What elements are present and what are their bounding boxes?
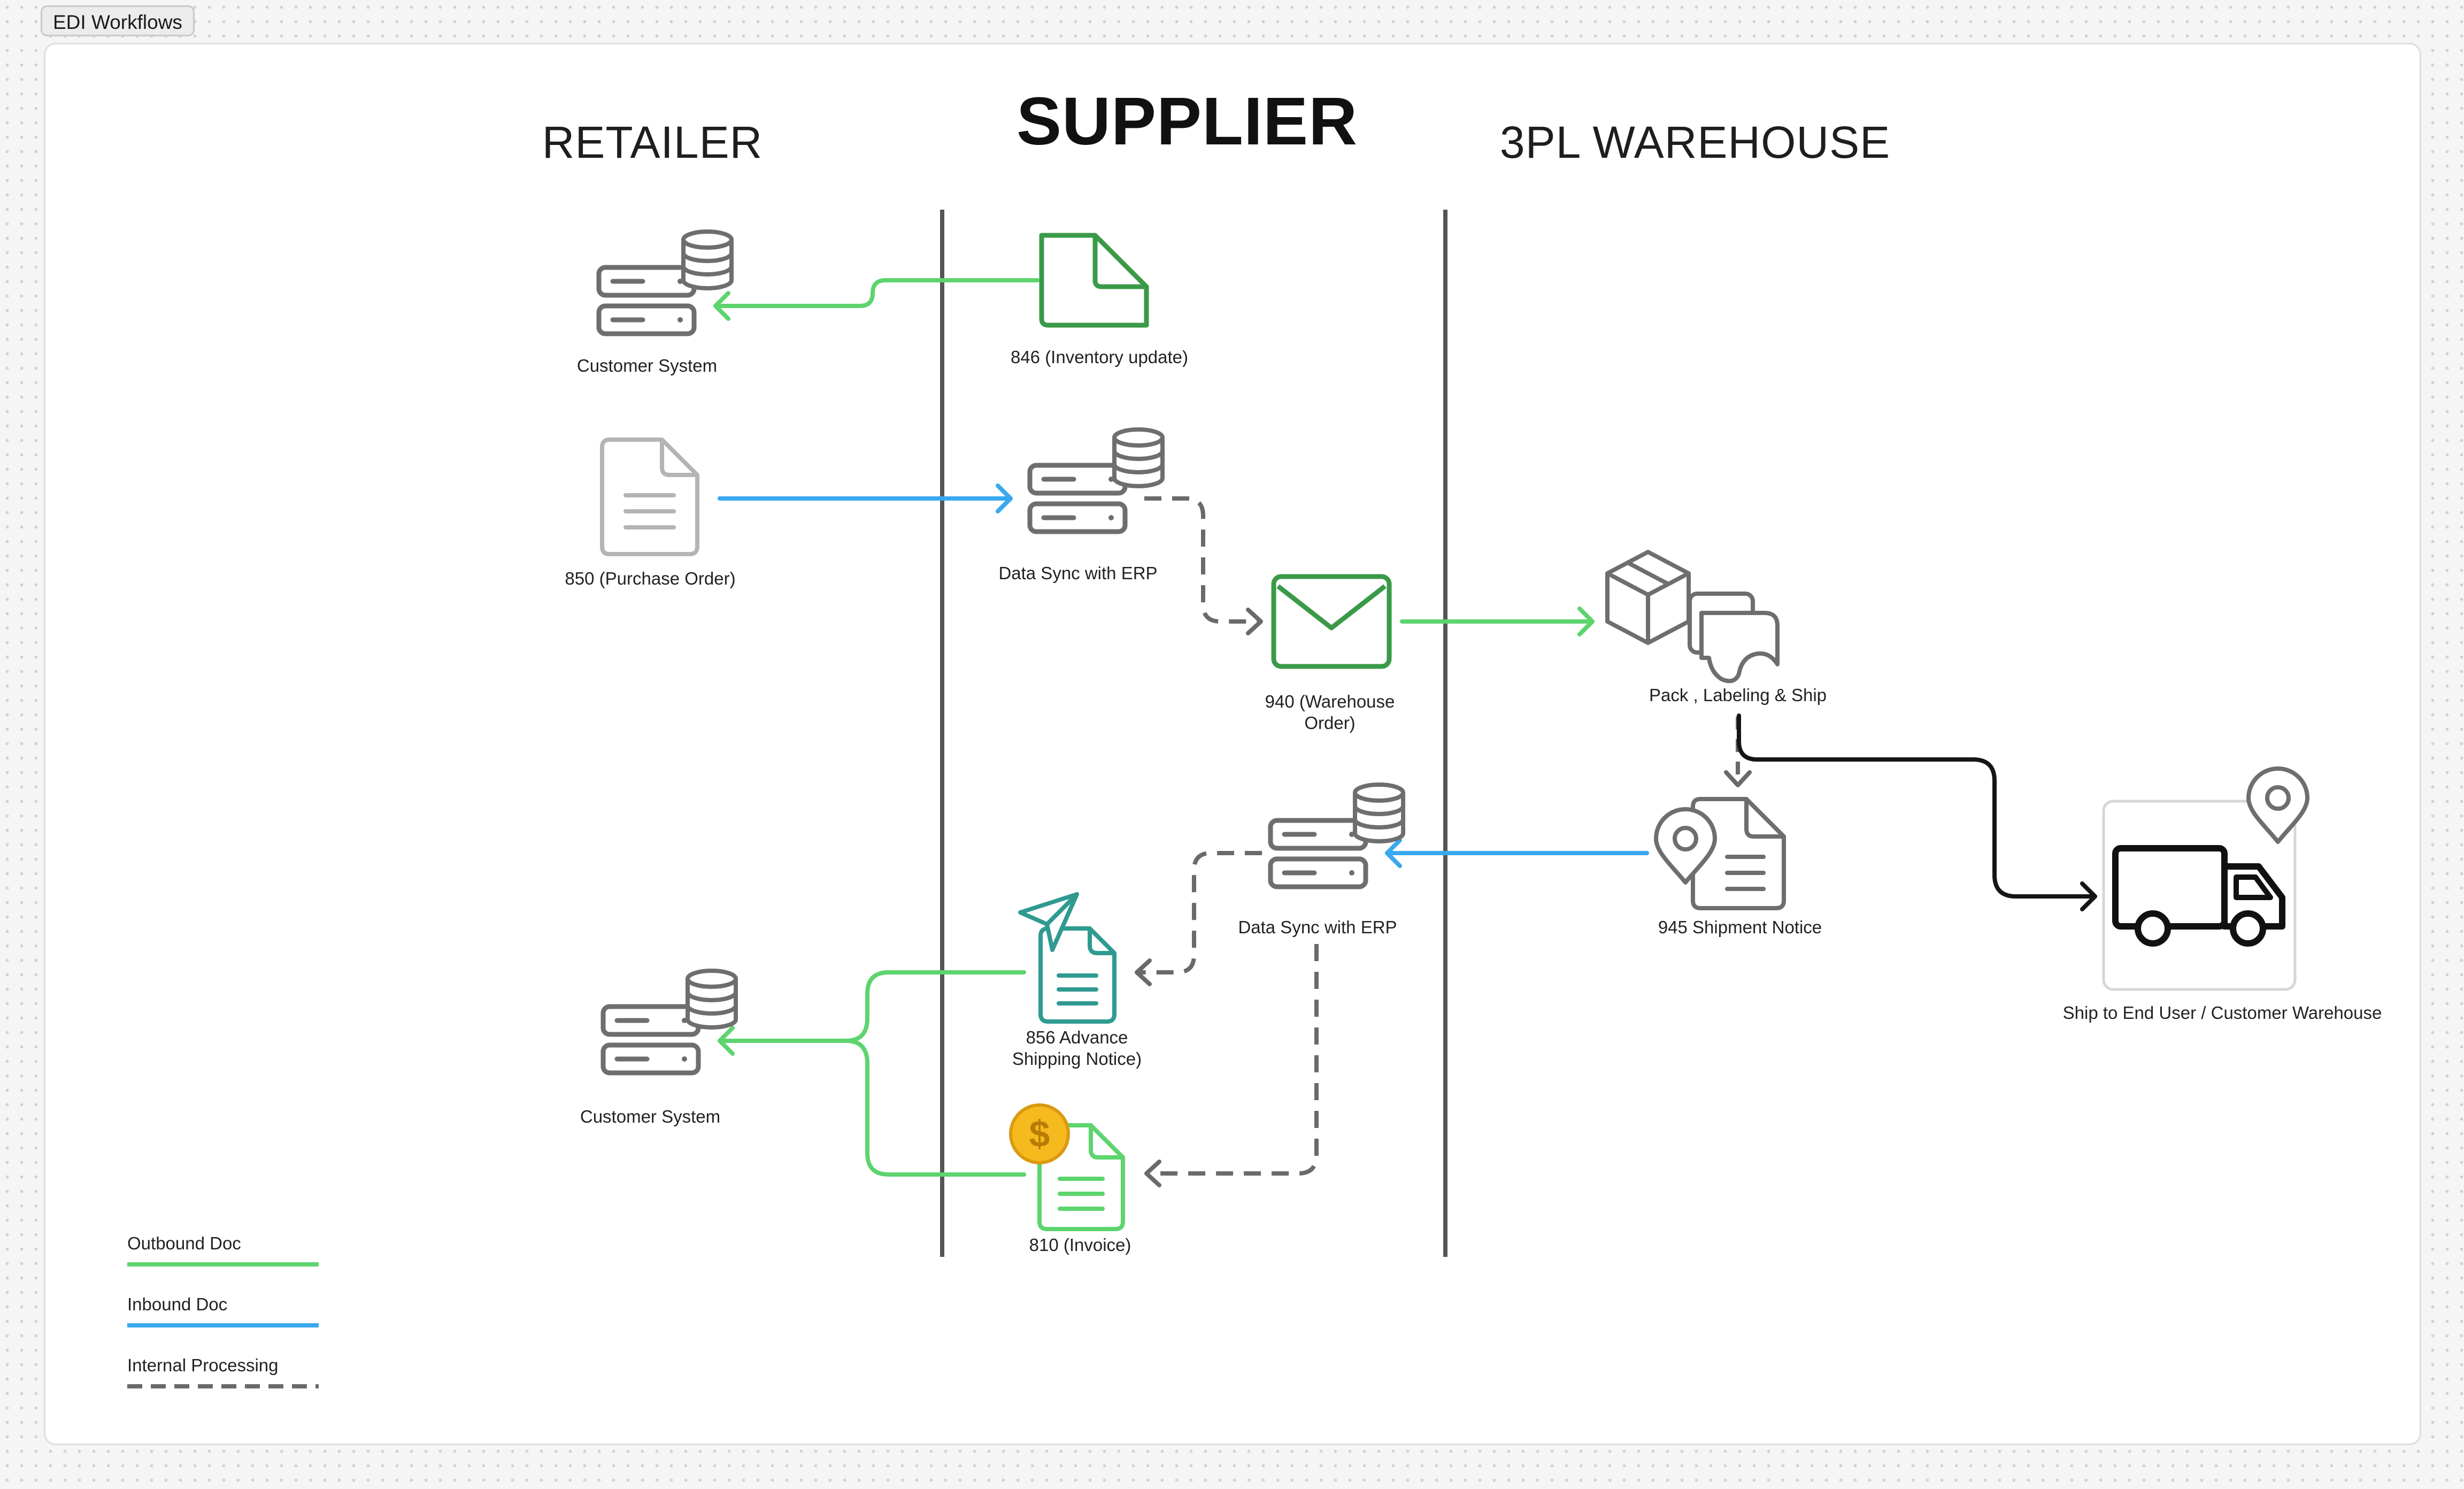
node-label-856: 856 Advance Shipping Notice) [1012, 1027, 1142, 1069]
legend-inbound-label: Inbound Doc [127, 1294, 228, 1314]
connector-erp-to-940 [1144, 496, 1260, 624]
node-label-846: 846 (Inventory update) [1010, 347, 1189, 367]
envelope-icon [1271, 574, 1392, 669]
node-label-850: 850 (Purchase Order) [565, 569, 736, 588]
server-database-icon [603, 971, 736, 1073]
board-title-tag[interactable]: EDI Workflows [41, 5, 195, 36]
node-label-940: 940 (Warehouse Order) [1265, 692, 1395, 733]
dollar-coin-icon: $ [1009, 1103, 1070, 1164]
label-stack-icon [1688, 592, 1780, 684]
connector-ship-to-end-user [1737, 713, 2097, 899]
node-label-ship-end-user: Ship to End User / Customer Warehouse [2062, 1003, 2382, 1023]
server-database-icon [1030, 429, 1162, 532]
connector-erp-to-810 [1146, 944, 1319, 1176]
document-icon [1691, 797, 1786, 910]
node-label-945: 945 Shipment Notice [1658, 917, 1822, 937]
document-icon [600, 438, 699, 556]
node-label-pack-ship: Pack , Labeling & Ship [1649, 685, 1827, 705]
server-database-icon [599, 232, 732, 334]
node-label-erp-sync-top: Data Sync with ERP [998, 563, 1158, 583]
connector-810-to-customer [844, 1039, 1026, 1177]
connector-846-to-customer [713, 278, 1040, 308]
package-icon [1605, 550, 1691, 645]
connector-856-to-customer [718, 970, 1026, 1043]
node-label-customer-system-bottom: Customer System [580, 1107, 721, 1126]
legend-internal-label: Internal Processing [127, 1355, 279, 1375]
svg-text:$: $ [1029, 1113, 1050, 1155]
document-icon [1039, 233, 1149, 328]
node-label-customer-system-top: Customer System [576, 356, 718, 375]
connector-erp-to-856 [1138, 851, 1262, 974]
lane-header-supplier: SUPPLIER [1016, 83, 1358, 159]
lane-header-retailer: RETAILER [542, 117, 763, 167]
node-label-810: 810 (Invoice) [1029, 1235, 1131, 1255]
lane-header-warehouse: 3PL WAREHOUSE [1499, 117, 1891, 167]
canvas-board [44, 43, 2421, 1445]
node-label-erp-sync-bottom: Data Sync with ERP [1238, 917, 1397, 937]
paper-plane-icon [1018, 892, 1079, 952]
server-database-icon [1270, 785, 1403, 887]
document-icon [1038, 926, 1116, 1024]
truck-icon [2112, 845, 2285, 947]
legend-outbound-label: Outbound Doc [127, 1233, 241, 1253]
